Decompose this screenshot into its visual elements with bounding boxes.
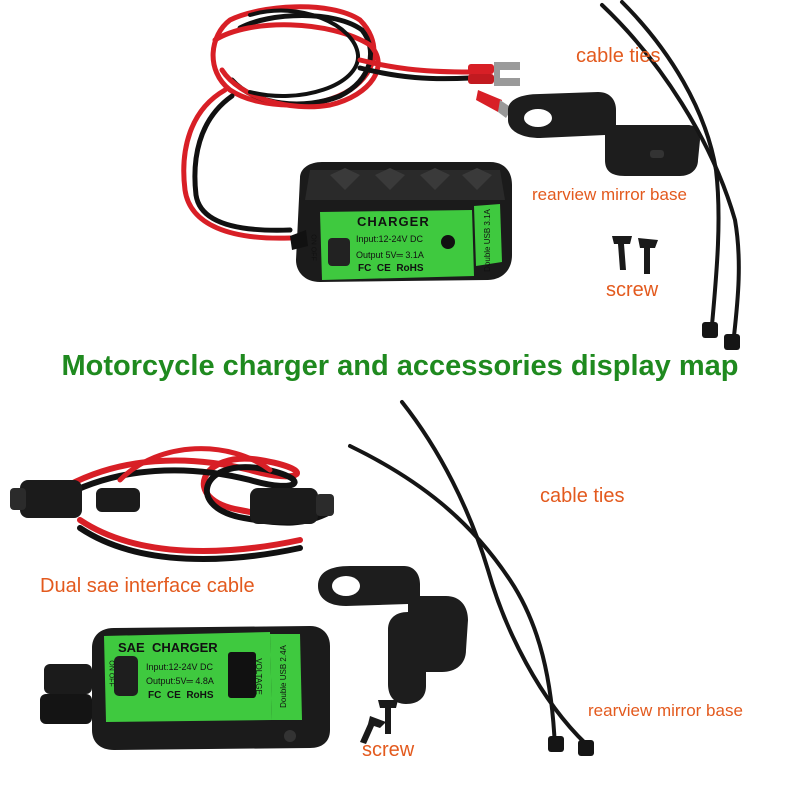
top-charger <box>290 162 512 282</box>
bottom-charger-title: SAE CHARGER <box>118 640 218 655</box>
fork-terminals <box>468 62 520 118</box>
top-mirror-base <box>508 92 700 176</box>
bottom-cable-ties <box>348 400 594 756</box>
top-mirror-base-label: rearview mirror base <box>532 185 687 204</box>
bottom-screw-label: screw <box>362 739 415 761</box>
headline: Motorcycle charger and accessories displ… <box>61 350 739 382</box>
bottom-charger-switch: ON OFF <box>107 660 115 687</box>
bottom-charger-side: Double USB 2.4A <box>278 645 288 708</box>
top-charger-output: Output 5V═ 3.1A <box>356 250 424 260</box>
sae-cable-label: Dual sae interface cable <box>40 575 255 597</box>
bottom-charger-output: Output:5V═ 4.8A <box>146 676 214 686</box>
bottom-charger-input: Input:12-24V DC <box>146 662 214 672</box>
top-charger-certs: FC CE RoHS <box>358 263 424 274</box>
top-screw-label: screw <box>606 279 659 301</box>
top-cable-ties <box>600 0 741 350</box>
bottom-charger <box>40 626 330 750</box>
bottom-cable-ties-label: cable ties <box>540 485 625 507</box>
bottom-mirror-base-label: rearview mirror base <box>588 701 743 720</box>
bottom-charger-certs: FC CE RoHS <box>148 690 214 701</box>
top-cable-ties-label: cable ties <box>576 45 661 67</box>
top-charger-title: CHARGER <box>357 214 430 229</box>
sae-connectors <box>10 480 334 524</box>
bottom-charger-voltage: VOLTAGE <box>253 658 263 695</box>
top-charger-side: Double USB 3.1A <box>482 209 492 272</box>
top-charger-switch: ON OFF <box>309 234 317 261</box>
bottom-screws <box>360 700 398 744</box>
bottom-mirror-base <box>318 566 468 704</box>
top-charger-input: Input:12-24V DC <box>356 234 424 244</box>
top-screws <box>612 236 658 274</box>
top-wire-coil <box>181 4 473 241</box>
